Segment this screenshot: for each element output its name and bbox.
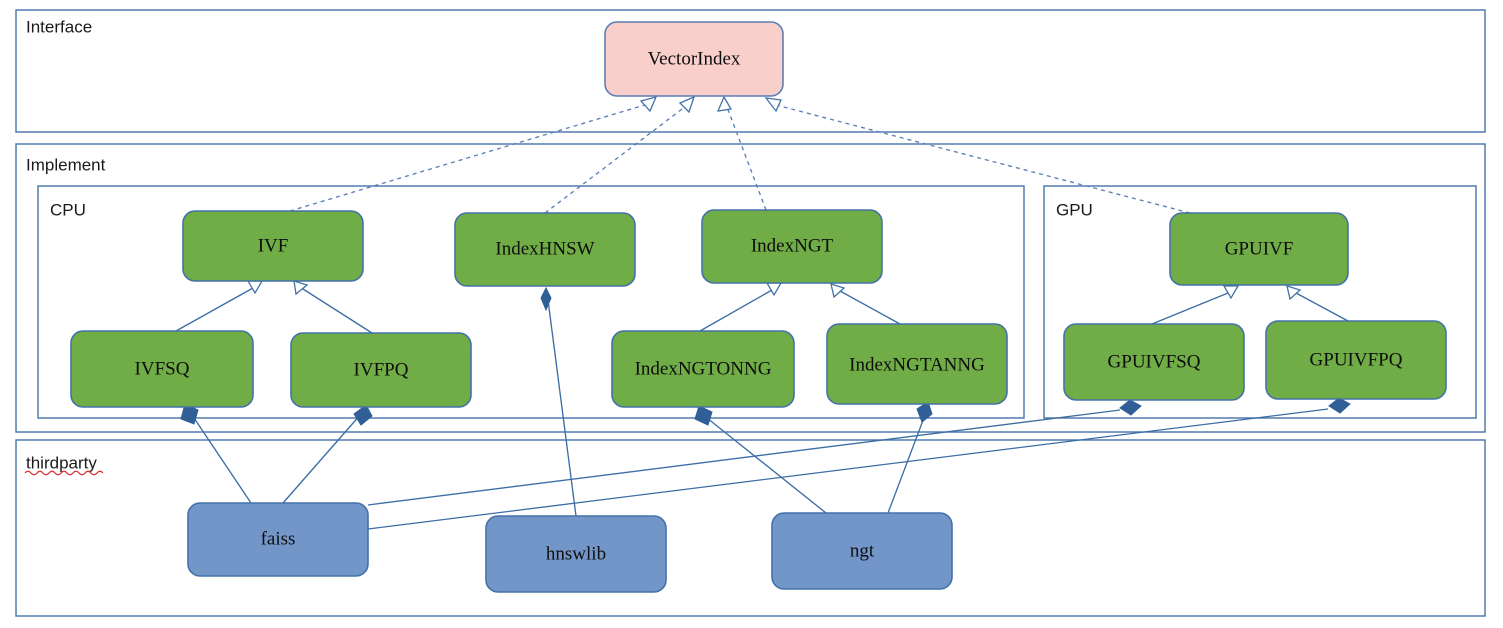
- node-gpuivfsq[interactable]: GPUIVFSQ: [1063, 323, 1245, 401]
- diamond-faiss-to-ivfpq: [353, 404, 373, 426]
- node-ivfsq[interactable]: IVFSQ: [70, 330, 254, 408]
- edge-group-composition: [180, 286, 1351, 530]
- node-indexngtonng-label: IndexNGTONNG: [635, 358, 772, 379]
- node-gpuivf[interactable]: GPUIVF: [1169, 212, 1349, 286]
- node-gpuivfpq-rect[interactable]: [1265, 320, 1447, 400]
- node-faiss-label: faiss: [261, 528, 296, 549]
- node-vectorindex-label: VectorIndex: [648, 48, 741, 69]
- node-faiss[interactable]: faiss: [187, 502, 369, 577]
- node-gpuivfsq-label: GPUIVFSQ: [1108, 351, 1201, 372]
- node-ivf[interactable]: IVF: [182, 210, 364, 282]
- node-indexngtonng[interactable]: IndexNGTONNG: [611, 330, 795, 408]
- edge-faiss-to-ivfsq: [189, 411, 252, 504]
- node-indexngtanng-rect[interactable]: [826, 323, 1008, 405]
- container-thirdparty-label: thirdparty: [26, 453, 97, 472]
- edge-ngt-to-indexngtanng: [887, 414, 926, 514]
- arrowhead-gpuivf-to-vectorindex: [764, 97, 782, 113]
- arrowhead-ivf-to-vectorindex: [639, 96, 658, 113]
- container-implement-label: Implement: [26, 155, 106, 174]
- node-ivfsq-rect[interactable]: [70, 330, 254, 408]
- edge-gpuivfsq-to-gpuivf: [1151, 292, 1229, 325]
- node-indexngt[interactable]: IndexNGT: [701, 209, 883, 284]
- node-ngt[interactable]: ngt: [771, 512, 953, 590]
- arrowhead-ivfpq-to-ivf: [293, 280, 309, 296]
- edge-gpuivfpq-to-gpuivf: [1295, 292, 1349, 322]
- node-indexhnsw-rect[interactable]: [454, 212, 636, 287]
- node-ivfpq-rect[interactable]: [290, 332, 472, 408]
- diamond-ngt-to-indexngtanng: [916, 401, 933, 423]
- node-ngt-label: ngt: [850, 540, 875, 561]
- node-ivfpq[interactable]: IVFPQ: [290, 332, 472, 408]
- node-indexngtanng[interactable]: IndexNGTANNG: [826, 323, 1008, 405]
- arrowhead-gpuivfsq-to-gpuivf: [1222, 285, 1240, 300]
- edge-ngt-to-indexngtonng: [706, 417, 827, 514]
- node-indexngtanng-label: IndexNGTANNG: [849, 354, 985, 375]
- arrowhead-indexngtanng-to-indexngt: [830, 283, 846, 299]
- edge-ivf-to-vectorindex: [289, 103, 649, 212]
- node-hnswlib-label: hnswlib: [546, 543, 606, 564]
- node-vectorindex-rect[interactable]: [604, 21, 784, 97]
- node-ivf-rect[interactable]: [182, 210, 364, 282]
- node-indexngt-rect[interactable]: [701, 209, 883, 284]
- edge-group-inheritance-impl: [175, 280, 1349, 334]
- arrowhead-indexhnsw-to-vectorindex: [678, 95, 696, 114]
- node-indexhnsw[interactable]: IndexHNSW: [454, 212, 636, 287]
- container-cpu-label: CPU: [50, 200, 86, 219]
- edge-ivfsq-to-ivf: [175, 287, 254, 332]
- container-gpu-label: GPU: [1056, 200, 1093, 219]
- diamond-hnswlib-to-indexhnsw: [540, 286, 552, 312]
- node-gpuivfpq[interactable]: GPUIVFPQ: [1265, 320, 1447, 400]
- node-gpuivfpq-label: GPUIVFPQ: [1310, 349, 1403, 370]
- node-indexhnsw-label: IndexHNSW: [495, 238, 594, 259]
- node-indexngtonng-rect[interactable]: [611, 330, 795, 408]
- edge-group-inheritance-interface: [289, 95, 1191, 214]
- node-gpuivfsq-rect[interactable]: [1063, 323, 1245, 401]
- edge-indexngtanng-to-indexngt: [839, 290, 901, 325]
- node-gpuivf-rect[interactable]: [1169, 212, 1349, 286]
- node-ivfsq-label: IVFSQ: [135, 358, 190, 379]
- edge-ivfpq-to-ivf: [302, 288, 373, 334]
- diamond-faiss-to-gpuivfpq: [1328, 397, 1351, 414]
- edge-faiss-to-gpuivfsq: [367, 409, 1121, 506]
- edge-indexhnsw-to-vectorindex: [544, 105, 687, 214]
- node-indexngt-label: IndexNGT: [751, 235, 834, 256]
- arrowhead-indexngt-to-vectorindex: [716, 95, 733, 112]
- node-gpuivf-label: GPUIVF: [1225, 238, 1294, 259]
- edge-indexngtonng-to-indexngt: [699, 289, 773, 332]
- edge-indexngt-to-vectorindex: [726, 106, 767, 211]
- node-vectorindex[interactable]: VectorIndex: [604, 21, 784, 97]
- diamond-ngt-to-indexngtonng: [694, 405, 713, 426]
- spellcheck-squiggle-icon: [24, 470, 104, 476]
- node-hnswlib[interactable]: hnswlib: [485, 515, 667, 593]
- node-hnswlib-rect[interactable]: [485, 515, 667, 593]
- edge-hnswlib-to-indexhnsw: [547, 299, 577, 517]
- edge-faiss-to-ivfpq: [282, 413, 362, 504]
- node-ngt-rect[interactable]: [771, 512, 953, 590]
- arrowhead-gpuivfpq-to-gpuivf: [1286, 285, 1302, 301]
- diamond-faiss-to-ivfsq: [180, 403, 199, 425]
- edge-faiss-to-gpuivfpq: [367, 408, 1329, 530]
- node-ivfpq-label: IVFPQ: [354, 359, 409, 380]
- node-ivf-label: IVF: [258, 235, 289, 256]
- node-faiss-rect[interactable]: [187, 502, 369, 577]
- diamond-faiss-to-gpuivfsq: [1119, 399, 1142, 416]
- container-interface-label: Interface: [26, 17, 92, 36]
